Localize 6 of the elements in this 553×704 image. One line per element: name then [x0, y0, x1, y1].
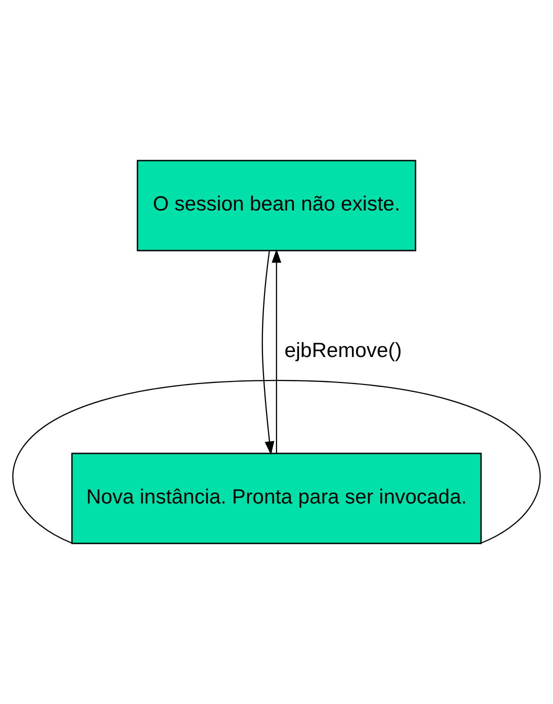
connector [12, 380, 540, 544]
arrow [262, 250, 274, 456]
node-box: Nova instância. Pronta para ser invocada. [71, 452, 482, 544]
edge-label: ejbRemove() [284, 339, 402, 362]
arrow [272, 249, 282, 454]
node-box: O session bean não existe. [136, 160, 416, 252]
